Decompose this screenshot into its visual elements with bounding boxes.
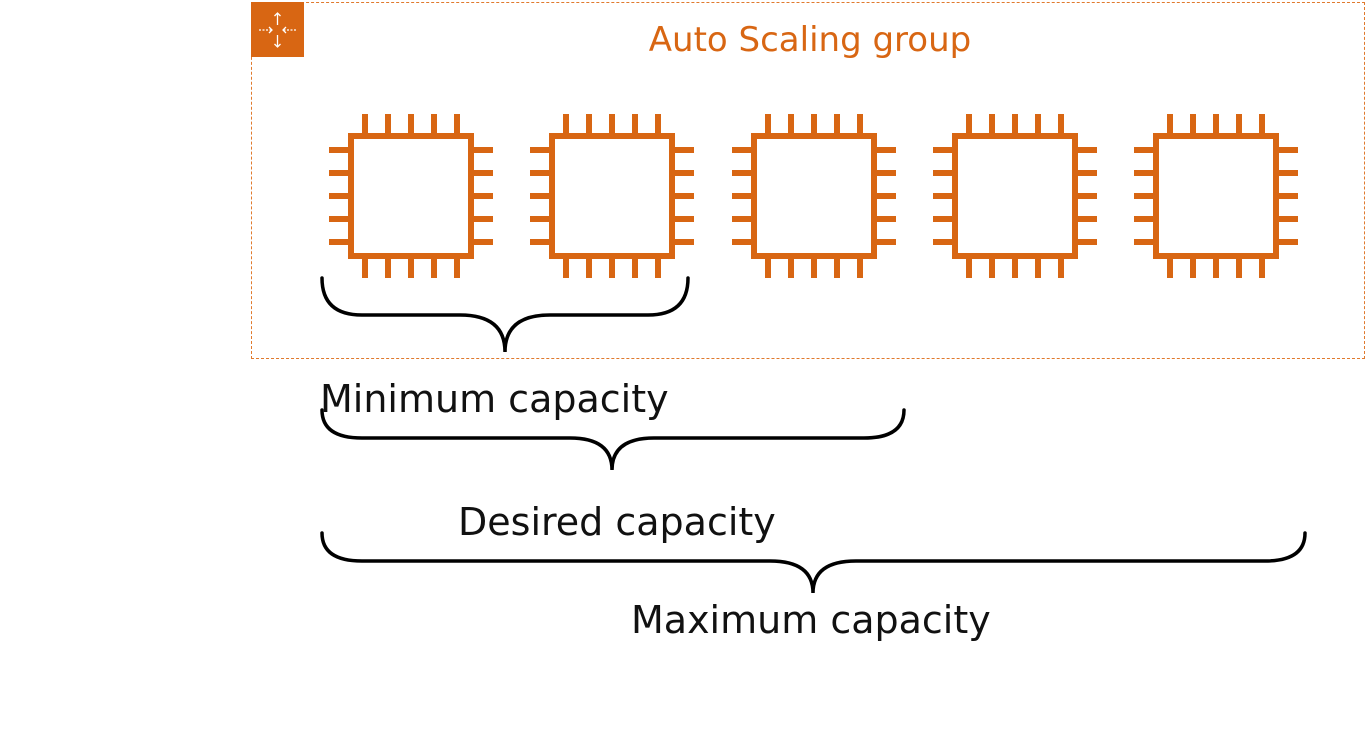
ec2-instance-chip-icon: [528, 112, 696, 284]
auto-scaling-group-container: [251, 2, 1365, 359]
ec2-instance-chip-icon: [327, 112, 495, 284]
auto-scaling-group-title: Auto Scaling group: [648, 20, 972, 60]
ec2-instance-chip-icon: [1132, 112, 1300, 284]
minimum-capacity-label: Minimum capacity: [320, 377, 669, 421]
desired-capacity-label: Desired capacity: [458, 500, 776, 544]
ec2-instance-chip-icon: [931, 112, 1099, 284]
ec2-instance-chip-icon: [730, 112, 898, 284]
auto-scaling-icon: [251, 2, 304, 57]
maximum-capacity-label: Maximum capacity: [631, 598, 991, 642]
